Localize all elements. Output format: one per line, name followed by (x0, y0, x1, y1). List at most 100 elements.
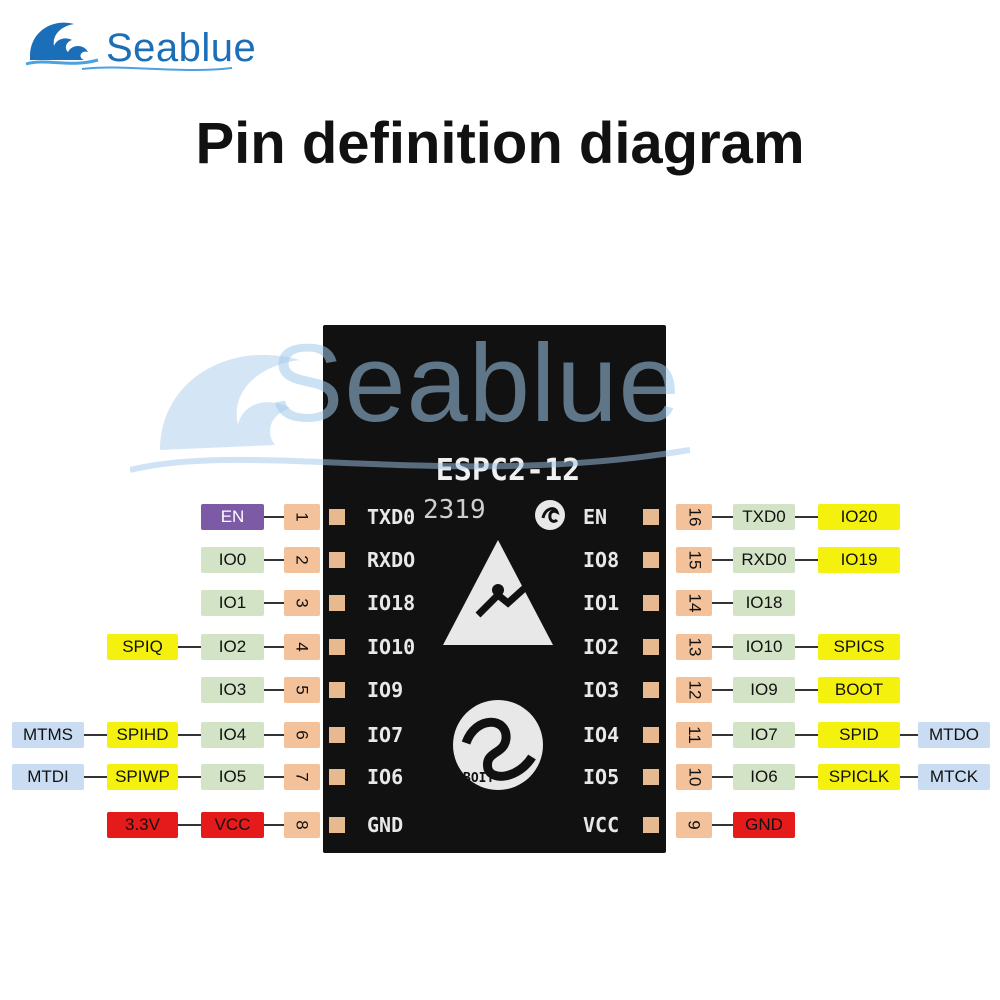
chip-pad (329, 817, 345, 833)
pin-name: GND (733, 812, 795, 838)
chip-label-right: IO3 (583, 678, 620, 702)
pin-name: IO4 (201, 722, 264, 748)
pin-number: 9 (676, 812, 712, 838)
chip-pad (329, 682, 345, 698)
brand-underline (82, 66, 232, 71)
connector-line (84, 776, 107, 778)
pin-name: VCC (201, 812, 264, 838)
boit-logo-text: BOIT (463, 771, 495, 786)
chip-label-right: IO8 (583, 548, 620, 572)
connector-line (264, 516, 284, 518)
pin-name: IO1 (201, 590, 264, 616)
connector-line (712, 734, 733, 736)
chip-label-left: IO9 (367, 678, 404, 702)
chip-pad (643, 595, 659, 611)
chip-label-left: IO10 (367, 635, 416, 659)
pin-name: IO5 (201, 764, 264, 790)
pin-number: 12 (676, 677, 712, 703)
page-title: Pin definition diagram (195, 111, 805, 176)
connector-line (795, 776, 818, 778)
pin-number: 15 (676, 547, 712, 573)
pin-number: 13 (676, 634, 712, 660)
pin-number: 16 (676, 504, 712, 530)
pin-number: 5 (284, 677, 320, 703)
brand-name: Seablue (106, 26, 257, 70)
connector-line (900, 734, 918, 736)
wave-icon (25, 22, 99, 66)
chip-pad (329, 727, 345, 743)
chip-pad (329, 639, 345, 655)
chip-label-left: GND (367, 813, 404, 837)
connector-line (795, 734, 818, 736)
pin-jtag: MTDO (918, 722, 990, 748)
chip-pad (329, 769, 345, 785)
chip-pad (643, 552, 659, 568)
connector-line (264, 602, 284, 604)
boit-logo-icon (453, 700, 543, 790)
pin-function: SPICS (818, 634, 900, 660)
pin-name: IO3 (201, 677, 264, 703)
pin-number: 11 (676, 722, 712, 748)
pin-jtag: MTCK (918, 764, 990, 790)
chip-label-left: IO6 (367, 765, 404, 789)
pin-name: IO9 (733, 677, 795, 703)
connector-line (264, 776, 284, 778)
chip-pad (643, 817, 659, 833)
pin-number: 2 (284, 547, 320, 573)
pin-number: 7 (284, 764, 320, 790)
connector-line (712, 516, 733, 518)
pin-number: 10 (676, 764, 712, 790)
pin-name: IO10 (733, 634, 795, 660)
pin-function: IO20 (818, 504, 900, 530)
fcc-icon (535, 500, 565, 530)
pin-jtag: MTDI (12, 764, 84, 790)
chip-pad (643, 639, 659, 655)
pin-number: 3 (284, 590, 320, 616)
pin-number: 14 (676, 590, 712, 616)
connector-line (712, 689, 733, 691)
pin-function: 3.3V (107, 812, 178, 838)
connector-line (795, 689, 818, 691)
connector-line (712, 776, 733, 778)
connector-line (264, 734, 284, 736)
connector-line (795, 646, 818, 648)
chip-label-left: IO18 (367, 591, 416, 615)
connector-line (178, 646, 201, 648)
module-model: ESPC2-12 (435, 453, 581, 488)
pin-name: IO6 (733, 764, 795, 790)
pin-name: EN (201, 504, 264, 530)
esd-warning-icon (443, 540, 553, 645)
chip-label-left: RXDO (367, 548, 416, 572)
chip-pad (329, 552, 345, 568)
connector-line (178, 776, 201, 778)
chip-pad (329, 509, 345, 525)
pin-function: SPIWP (107, 764, 178, 790)
pin-name: TXD0 (733, 504, 795, 530)
pin-number: 6 (284, 722, 320, 748)
chip-label-right: IO2 (583, 635, 620, 659)
chip-pad (643, 509, 659, 525)
chip-label-left: TXD0 (367, 505, 416, 529)
chip-pad (643, 682, 659, 698)
connector-line (900, 776, 918, 778)
connector-line (264, 689, 284, 691)
connector-line (264, 559, 284, 561)
chip-label-right: IO1 (583, 591, 620, 615)
connector-line (264, 824, 284, 826)
pin-number: 4 (284, 634, 320, 660)
chip-label-right: VCC (583, 813, 620, 837)
connector-line (264, 646, 284, 648)
pin-function: SPIHD (107, 722, 178, 748)
connector-line (795, 516, 818, 518)
chip-label-right: EN (583, 505, 608, 529)
pin-function: BOOT (818, 677, 900, 703)
chip-pad (329, 595, 345, 611)
pin-function: SPIQ (107, 634, 178, 660)
connector-line (178, 734, 201, 736)
connector-line (712, 824, 733, 826)
pin-name: IO0 (201, 547, 264, 573)
connector-line (712, 646, 733, 648)
pin-name: RXD0 (733, 547, 795, 573)
brand-logo: Seablue (22, 12, 256, 72)
